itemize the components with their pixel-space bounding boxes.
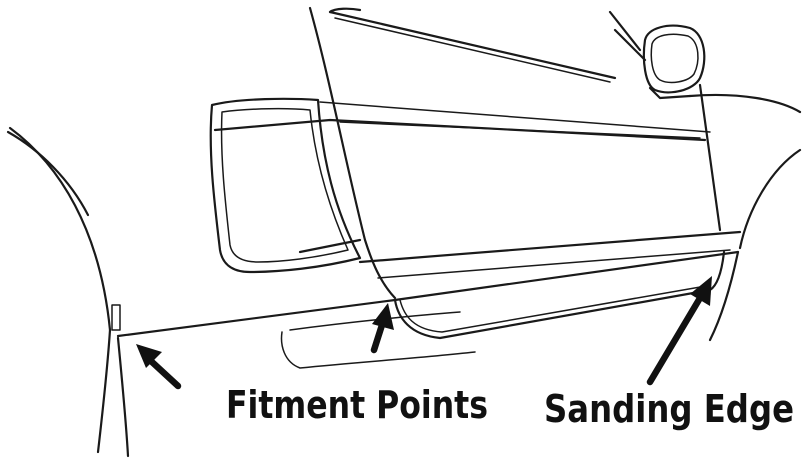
lower-door-lines (358, 230, 742, 279)
fitment-points-label: Fitment Points (226, 383, 488, 427)
arrow-center-fitment (370, 303, 394, 354)
door-outline (298, 6, 617, 300)
rear-wheel-arch (6, 126, 121, 454)
sanding-edge-label: Sanding Edge (544, 387, 794, 431)
side-mirror (608, 10, 706, 100)
arrow-left-fitment (136, 344, 182, 390)
arrow-sanding-edge (646, 276, 712, 386)
front-fender (688, 83, 802, 250)
quarter-window (209, 97, 362, 274)
body-crease-lines (213, 101, 711, 142)
